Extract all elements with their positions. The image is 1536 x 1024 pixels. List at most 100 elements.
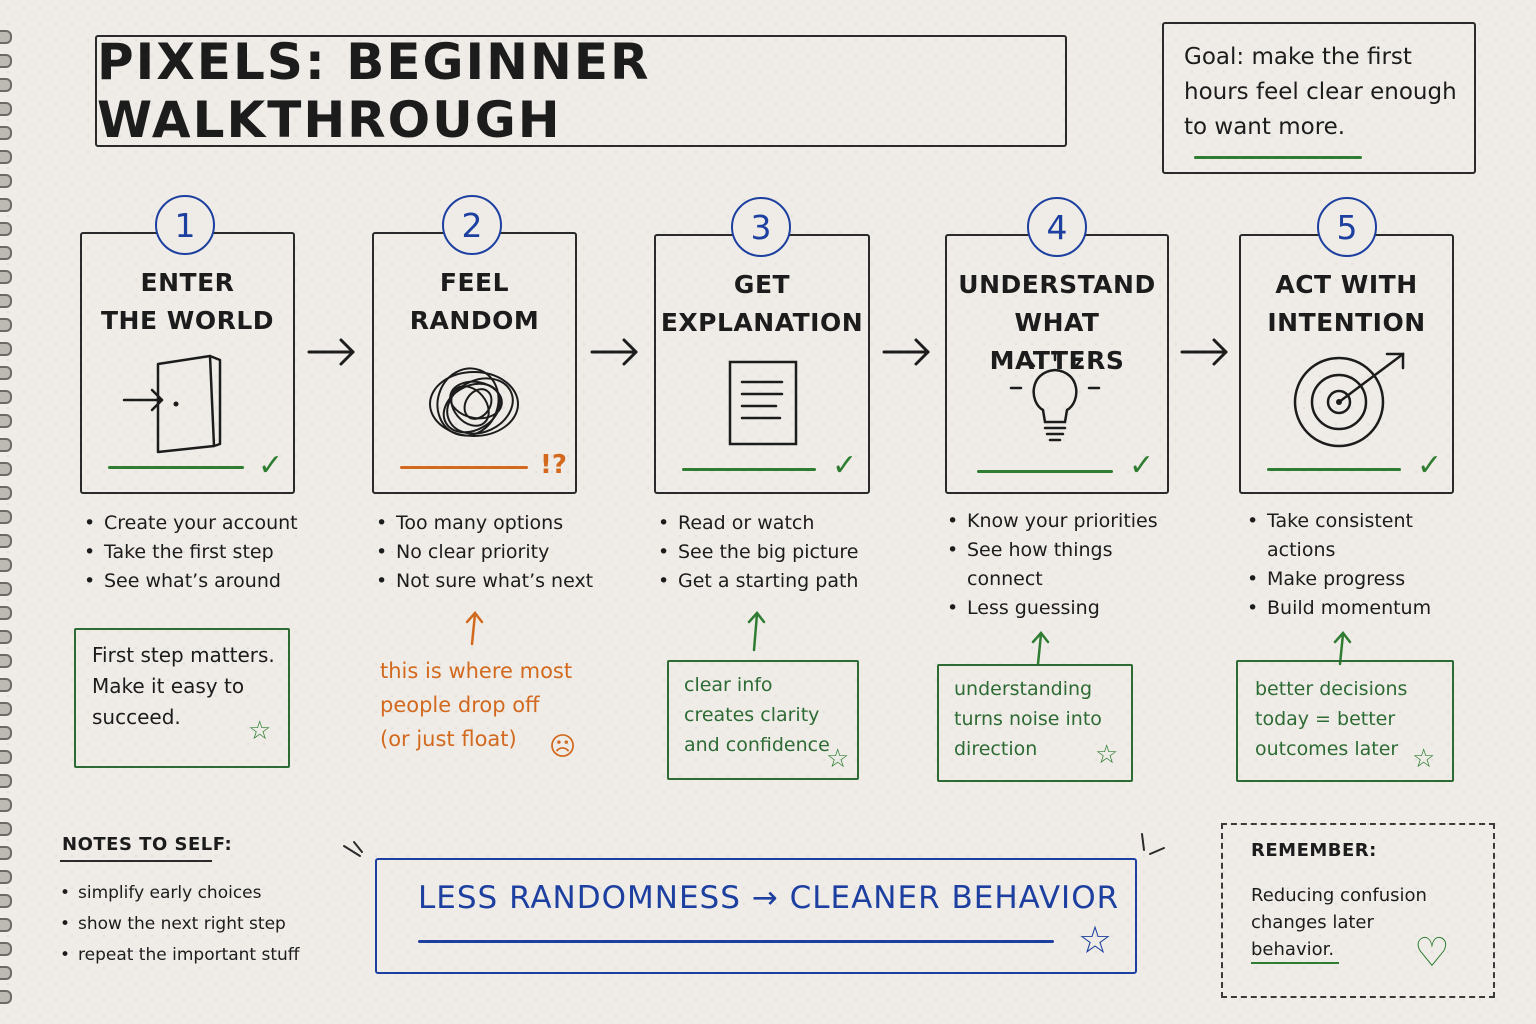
spiral-ring xyxy=(0,654,12,668)
note-box-5 xyxy=(1236,660,1454,782)
star-icon: ☆ xyxy=(248,716,272,746)
spiral-ring xyxy=(0,774,12,788)
note-text-1: First step matters. Make it easy to succ… xyxy=(92,643,275,729)
notes-to-self-list: simplify early choices show the next rig… xyxy=(60,878,300,971)
step-underline-3 xyxy=(682,468,816,471)
step-number-1: 1 xyxy=(155,195,215,255)
spiral-ring xyxy=(0,414,12,428)
list-item: show the next right step xyxy=(60,909,300,940)
spiral-ring xyxy=(0,990,12,1004)
flow-arrow-icon xyxy=(590,338,638,366)
goal-underline xyxy=(1194,156,1362,159)
step-number-5: 5 xyxy=(1317,197,1377,257)
goal-text: Goal: make the first hours feel clear en… xyxy=(1184,44,1457,140)
check-icon: ✓ xyxy=(258,448,284,483)
step-bullets-4: Know your priorities See how things conn… xyxy=(945,507,1165,623)
spiral-ring xyxy=(0,270,12,284)
step-card-3: GET EXPLANATION ✓ xyxy=(654,234,870,494)
step-number-2: 2 xyxy=(442,195,502,255)
list-item: See the big picture xyxy=(656,538,896,567)
spiral-ring xyxy=(0,918,12,932)
spiral-ring xyxy=(0,582,12,596)
spiral-ring xyxy=(0,174,12,188)
spiral-ring xyxy=(0,54,12,68)
step-bullets-1: Create your account Take the first step … xyxy=(82,509,322,596)
spiral-ring xyxy=(0,102,12,116)
spiral-ring xyxy=(0,342,12,356)
step-card-5: ACT WITH INTENTION ✓ xyxy=(1239,234,1454,494)
spiral-ring xyxy=(0,702,12,716)
spiral-ring xyxy=(0,318,12,332)
spiral-ring xyxy=(0,822,12,836)
spiral-ring xyxy=(0,534,12,548)
arrow-up-icon xyxy=(465,611,484,646)
spiral-ring xyxy=(0,894,12,908)
spiral-ring xyxy=(0,606,12,620)
spiral-ring xyxy=(0,390,12,404)
note-text-3: clear info creates clarity and confidenc… xyxy=(684,674,830,756)
notes-to-self-title: NOTES TO SELF: xyxy=(62,834,233,855)
spiral-ring xyxy=(0,726,12,740)
list-item: Less guessing xyxy=(945,594,1165,623)
spiral-ring xyxy=(0,78,12,92)
spiral-ring xyxy=(0,942,12,956)
step-underline-2 xyxy=(400,466,528,469)
list-item: Too many options xyxy=(374,509,614,538)
spiral-ring xyxy=(0,294,12,308)
arrow-up-icon xyxy=(747,611,766,652)
spiral-ring xyxy=(0,486,12,500)
remember-underline xyxy=(1251,962,1339,964)
list-item: Read or watch xyxy=(656,509,896,538)
spiral-ring xyxy=(0,126,12,140)
banner-text: LESS RANDOMNESS → CLEANER BEHAVIOR xyxy=(418,880,1120,916)
step-underline-5 xyxy=(1267,468,1401,471)
note-text-5: better decisions today = better outcomes… xyxy=(1255,678,1408,760)
spiral-ring xyxy=(0,846,12,860)
list-item: repeat the important stuff xyxy=(60,940,300,971)
spiral-ring xyxy=(0,798,12,812)
spiral-ring xyxy=(0,510,12,524)
document-icon xyxy=(728,360,798,446)
banner-box xyxy=(375,858,1137,974)
step-card-1: ENTER THE WORLD ✓ xyxy=(80,232,295,494)
list-item: Know your priorities xyxy=(945,507,1165,536)
remember-text: Reducing confusion changes later behavio… xyxy=(1251,885,1427,960)
remember-title: REMEMBER: xyxy=(1251,840,1377,861)
spiral-ring xyxy=(0,30,12,44)
step-bullets-3: Read or watch See the big picture Get a … xyxy=(656,509,896,596)
note-box-1 xyxy=(74,628,290,768)
flow-arrow-icon xyxy=(882,338,930,366)
list-item: Create your account xyxy=(82,509,322,538)
list-item: Not sure what’s next xyxy=(374,567,614,596)
notes-underline xyxy=(60,860,212,862)
list-item: Take the first step xyxy=(82,538,322,567)
arrow-up-icon xyxy=(1031,631,1050,666)
list-item: Get a starting path xyxy=(656,567,896,596)
list-item: See how things connect xyxy=(945,536,1165,594)
list-item: Make progress xyxy=(1245,565,1445,594)
step-card-2: FEEL RANDOM !? xyxy=(372,232,577,494)
spiral-ring xyxy=(0,462,12,476)
check-icon: ✓ xyxy=(832,448,858,483)
banner-underline xyxy=(418,940,1054,943)
heart-icon: ♡ xyxy=(1414,930,1450,976)
spiral-ring xyxy=(0,198,12,212)
spark-icon xyxy=(343,841,363,857)
drop-off-note: this is where most people drop off (or j… xyxy=(380,659,573,751)
spiral-ring xyxy=(0,222,12,236)
step-number-4: 4 xyxy=(1027,197,1087,257)
step-title-2: FEEL RANDOM xyxy=(409,268,540,335)
spiral-ring xyxy=(0,558,12,572)
scribble-icon xyxy=(429,367,519,437)
check-icon: ✓ xyxy=(1129,448,1155,483)
step-bullets-5: Take consistent actions Make progress Bu… xyxy=(1245,507,1445,623)
spiral-ring xyxy=(0,750,12,764)
flow-arrow-icon xyxy=(1180,338,1228,366)
star-icon: ☆ xyxy=(1412,744,1436,774)
door-icon xyxy=(122,354,222,454)
note-box-3 xyxy=(667,660,859,780)
spiral-ring xyxy=(0,150,12,164)
step-card-4: UNDERSTAND WHAT MATTERS ✓ xyxy=(945,234,1169,494)
arrow-up-icon xyxy=(1333,631,1352,666)
step-underline-1 xyxy=(108,466,244,469)
